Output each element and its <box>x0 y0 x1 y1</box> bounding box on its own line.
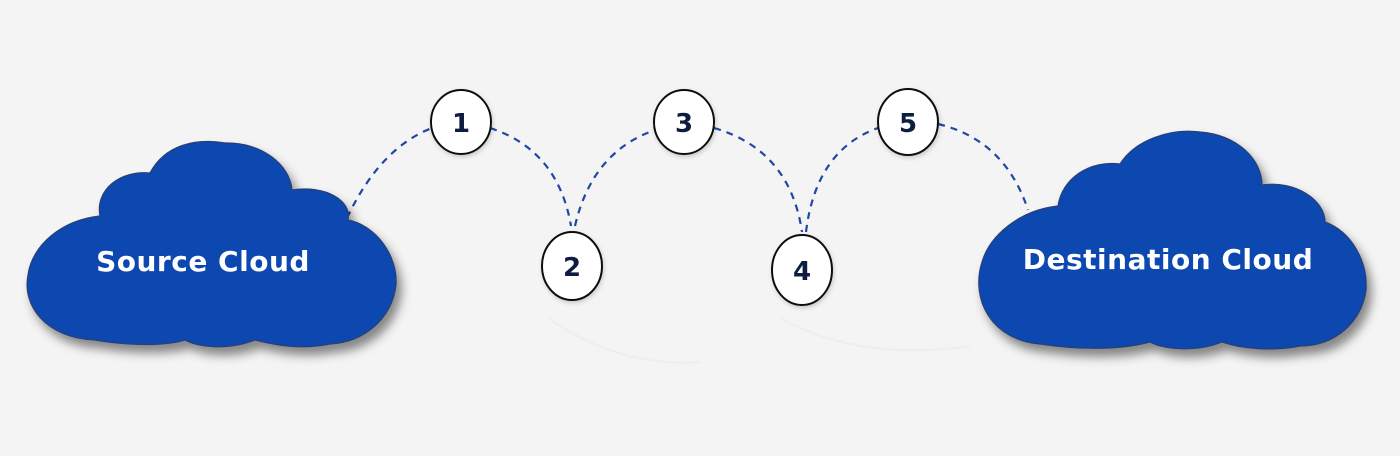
step-2-circle <box>541 231 603 301</box>
connectors <box>346 122 1030 233</box>
step-3-circle <box>653 89 715 155</box>
step-2: 2 <box>541 231 603 301</box>
step-4: 4 <box>771 234 833 306</box>
connector-4-to-5 <box>804 126 879 233</box>
destination-cloud: Destination Cloud <box>978 130 1367 350</box>
source-cloud: Source Cloud <box>26 140 397 348</box>
destination-cloud-shape <box>978 130 1367 350</box>
step-1: 1 <box>430 89 492 155</box>
step-1-circle <box>430 89 492 155</box>
connector-5-to-destination <box>937 122 1030 211</box>
step-3: 3 <box>653 89 715 155</box>
step-1-label: 1 <box>452 109 470 139</box>
destination-cloud-label: Destination Cloud <box>1023 243 1313 276</box>
connector-1-to-2 <box>489 126 573 227</box>
step-5-circle <box>877 88 939 156</box>
step-5: 5 <box>877 88 939 156</box>
step-4-label: 4 <box>793 257 811 287</box>
source-cloud-label: Source Cloud <box>96 245 310 278</box>
connector-source-to-1 <box>346 126 433 219</box>
connector-3-to-4 <box>713 126 804 233</box>
source-cloud-shape <box>26 140 397 348</box>
reflections <box>547 317 971 364</box>
step-2-label: 2 <box>563 253 581 283</box>
step-5-label: 5 <box>899 109 917 139</box>
step-4-circle <box>771 234 833 306</box>
connector-2-to-3 <box>573 128 656 227</box>
step-3-label: 3 <box>675 109 693 139</box>
